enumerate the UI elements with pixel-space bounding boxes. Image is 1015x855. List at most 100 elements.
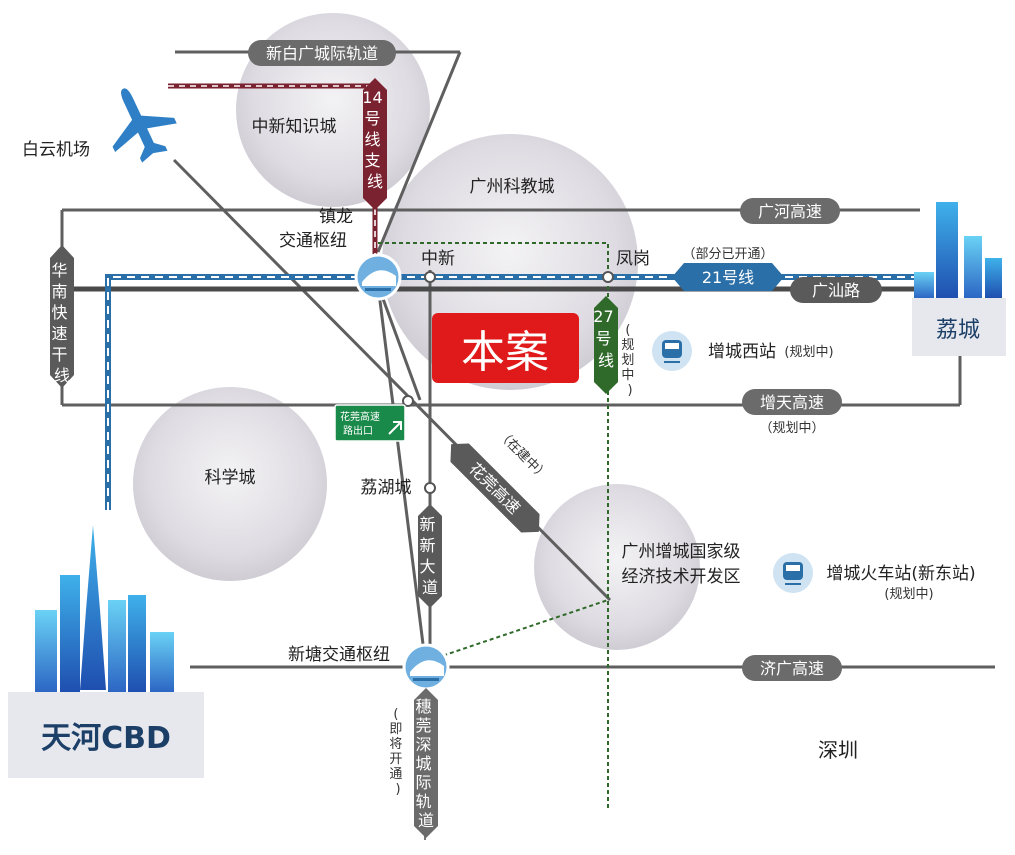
zone-development-zone [534, 484, 700, 650]
sgs-char-2: 莞 [415, 716, 431, 735]
label-licheng: 荔城 [936, 318, 980, 343]
svg-text:本案: 本案 [461, 327, 549, 378]
label-zengcheng-train: 增城火车站(新东站) [826, 564, 975, 584]
sgs-note-4: 开 [389, 752, 402, 767]
line27-note-4: 中 [621, 368, 634, 383]
label-shenzhen: 深圳 [818, 738, 858, 762]
sgs-note-6: ) [395, 782, 400, 797]
huanan-char-5: 干 [51, 345, 67, 364]
label-baiyun-airport: 白云机场 [22, 140, 90, 160]
jiguang-pill: 济广高速 [742, 655, 842, 681]
guanghe-pill: 广河高速 [740, 198, 840, 224]
suiguanshen-pill: 穗 莞 深 城 际 轨 道 [414, 688, 438, 838]
interchange-node [402, 395, 414, 407]
xinbai-rail-pill: 新白广城际轨道 [248, 40, 396, 66]
xinxin-char-3: 大 [419, 557, 435, 576]
huanan-char-1: 华 [51, 261, 67, 280]
sgs-char-5: 际 [415, 773, 431, 792]
svg-text:广汕路: 广汕路 [812, 281, 860, 300]
sgs-note-1: ( [393, 707, 398, 722]
sgs-note-2: 即 [389, 722, 402, 737]
huanan-char-4: 速 [51, 324, 67, 343]
line14-char-3: 线 [364, 130, 380, 149]
label-zengcheng-west-note: (规划中) [784, 345, 833, 360]
sgs-char-1: 穗 [415, 697, 431, 716]
fenggang-node [602, 271, 614, 283]
line27-note-3: 划 [621, 353, 634, 368]
line14-char-4: 支 [364, 151, 380, 170]
line27-note-1: ( [625, 323, 630, 338]
suiguanshen-note: ( 即 将 开 通 ) [389, 707, 406, 797]
svg-text:济广高速: 济广高速 [760, 659, 824, 678]
line27-note-2: 规 [621, 338, 634, 353]
label-education-city: 广州科教城 [470, 177, 555, 197]
label-zengcheng-west: 增城西站 [708, 342, 776, 362]
sgs-note-5: 通 [389, 767, 402, 782]
label-dev-zone-1: 广州增城国家级 [622, 542, 741, 562]
label-zengcheng-train-note: (规划中) [884, 587, 933, 602]
sgs-char-4: 城 [415, 754, 431, 773]
svg-text:花莞高速: 花莞高速 [465, 459, 524, 518]
xinxin-pill: 新 新 大 道 [418, 504, 442, 608]
huaguan-pill: 花莞高速 [450, 443, 540, 533]
xintang-hub-icon [402, 643, 450, 691]
svg-text:27 号 线: 27 号 线 [593, 307, 618, 370]
line14-char-5: 线 [367, 172, 383, 191]
label-zhenlong-2: 交通枢纽 [279, 231, 347, 251]
label-zhenlong-1: 镇龙 [319, 207, 353, 227]
zengtian-note: （规划中） [759, 421, 824, 436]
line14-char-2: 号 [364, 109, 380, 128]
line14-char-1: 14 [362, 88, 382, 107]
svg-text:路出口: 路出口 [343, 424, 373, 437]
zhongxin-node [424, 271, 436, 283]
svg-text:新 新 大 道: 新 新 大 道 [419, 515, 440, 597]
huanan-pill: 华 南 快 速 干 线 [50, 245, 74, 388]
svg-text:14 号 线 支: 14 号 线 支 线 [362, 88, 387, 191]
sgs-char-3: 深 [415, 735, 431, 754]
svg-text:穗 莞 深 城: 穗 莞 深 城 际 轨 道 [415, 697, 436, 830]
train-station-icon-east [773, 553, 813, 593]
label-zhongxin: 中新 [421, 249, 455, 269]
line21-note: （部分已开通） [682, 247, 773, 262]
xinxin-char-1: 新 [419, 515, 435, 534]
huaguan-note: （在建中） [494, 427, 551, 484]
line21-pill: 21号线 [672, 263, 784, 291]
label-zhongxin-knowledge-city: 中新知识城 [252, 117, 337, 137]
label-xintang-hub: 新塘交通枢纽 [288, 645, 390, 665]
train-station-icon-west [652, 331, 692, 371]
tianhe-skyline-icon [8, 525, 204, 778]
label-tianhe-cbd: 天河CBD [41, 721, 171, 756]
label-dev-zone-2: 经济技术开发区 [622, 567, 741, 587]
line27-note-5: ) [627, 383, 632, 398]
sgs-note-3: 将 [389, 737, 402, 752]
guangshan-pill: 广汕路 [790, 277, 882, 303]
svg-text:增天高速: 增天高速 [760, 393, 824, 412]
svg-text:华 南 快 速: 华 南 快 速 干 线 [51, 261, 72, 385]
sgs-char-7: 道 [418, 811, 434, 830]
label-science-city: 科学城 [205, 468, 256, 488]
svg-text:花莞高速: 花莞高速 [340, 410, 380, 423]
airplane-icon [112, 88, 177, 163]
zhenlong-hub-icon [354, 253, 402, 301]
line27-pill: 27 号 线 [593, 296, 618, 394]
zone-science-city [133, 387, 327, 581]
label-fenggang: 凤岗 [616, 249, 650, 269]
licheng-skyline-icon [912, 202, 1006, 356]
xinxin-char-4: 道 [422, 578, 438, 597]
line27-char-2: 号 [595, 329, 611, 348]
sgs-char-6: 轨 [415, 792, 431, 811]
highway-exit-sign: 花莞高速 路出口 [334, 404, 406, 442]
line27-note: ( 规 划 中 ) [621, 323, 638, 398]
svg-text:21号线: 21号线 [702, 268, 754, 287]
huanan-char-6: 线 [54, 366, 70, 385]
svg-text:广河高速: 广河高速 [758, 202, 822, 221]
metro-line-21 [105, 274, 915, 510]
label-lihu-city: 荔湖城 [361, 478, 412, 498]
svg-text:新白广城际轨道: 新白广城际轨道 [266, 44, 378, 63]
zengtian-pill: 增天高速 [742, 389, 842, 415]
line14-pill: 14 号 线 支 线 [362, 78, 387, 210]
line27-char-3: 线 [598, 351, 614, 370]
project-marker: 本案 [432, 313, 579, 383]
